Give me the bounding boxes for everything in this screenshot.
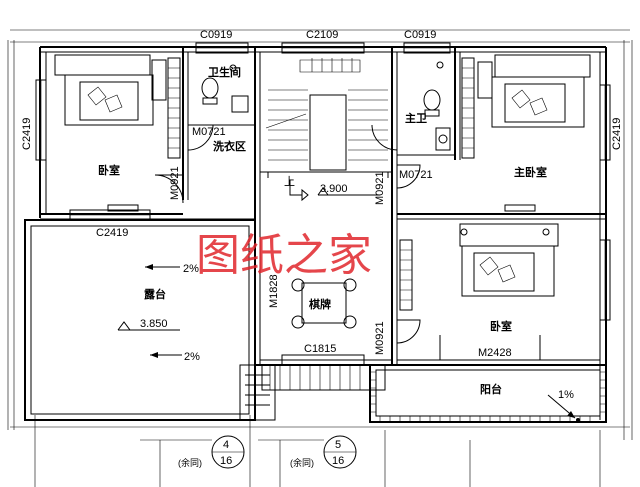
window-label-stair-bottom: C1815 <box>304 343 336 355</box>
section-4-note: (余同) <box>178 457 202 468</box>
section-5-note: (余同) <box>290 457 314 468</box>
section-marker-4 <box>140 435 245 469</box>
slope-balcony: 1% <box>558 389 574 401</box>
wardrobe-master-icon <box>461 57 475 159</box>
section-4-number: 4 <box>223 439 229 451</box>
room-label-balcony: 阳台 <box>480 382 502 396</box>
room-label-master-bath: 主卫 <box>405 111 427 125</box>
section-5-sheet: 16 <box>332 455 344 467</box>
windows <box>35 42 611 366</box>
door-label-master-bedroom: M0921 <box>374 171 386 205</box>
room-label-laundry: 洗衣区 <box>213 139 246 153</box>
section-marker-5 <box>258 435 357 469</box>
bed-left-icon <box>54 54 167 126</box>
door-label-bedroom-right: M0921 <box>374 321 386 355</box>
window-label-left-bedroom: C2419 <box>21 118 33 150</box>
master-bath-fixtures-icon <box>423 61 451 151</box>
window-label-top-center: C2109 <box>306 29 338 41</box>
window-label-right-master: C2419 <box>611 118 623 150</box>
door-label-wc-master: M0721 <box>399 169 433 181</box>
door-label-wc: M0721 <box>192 126 226 138</box>
level-terrace: 3.850 <box>140 318 168 330</box>
balcony-balustrade <box>261 364 607 423</box>
room-label-terrace: 露台 <box>144 287 166 301</box>
door-label-chess-room: M1828 <box>268 274 280 308</box>
section-4-sheet: 16 <box>220 455 232 467</box>
room-label-master-bedroom: 主卧室 <box>514 165 547 179</box>
room-label-wc: 卫生间 <box>208 65 241 79</box>
door-label-bedroom-left: M0921 <box>169 166 181 200</box>
slope-terrace-top: 2% <box>183 263 199 275</box>
chess-table-icon <box>291 278 357 329</box>
window-label-terrace: C2419 <box>96 227 128 239</box>
staircase <box>259 51 393 202</box>
watermark: 图纸之家 <box>196 230 372 281</box>
level-marks <box>117 187 380 331</box>
grid-lines <box>7 29 633 487</box>
labels: C0919 C2109 C0919 C2419 C2419 C2419 C181… <box>21 29 623 468</box>
toilet-icon <box>201 64 249 113</box>
door-label-balcony: M2428 <box>478 347 512 359</box>
wardrobe-left-icon <box>167 57 181 159</box>
room-label-bedroom-left: 卧室 <box>98 163 120 177</box>
slope-terrace-bottom: 2% <box>184 351 200 363</box>
stair-up-label: 上 <box>284 175 295 188</box>
slope-arrows <box>145 264 580 422</box>
section-5-number: 5 <box>335 439 341 451</box>
level-stair: 3.900 <box>320 183 348 195</box>
bed-master-icon <box>477 54 591 128</box>
room-label-bedroom-right: 卧室 <box>490 319 512 333</box>
window-label-top-left: C0919 <box>200 29 232 41</box>
room-label-chess-room: 棋牌 <box>308 297 331 311</box>
doors <box>154 124 541 360</box>
window-label-top-right: C0919 <box>404 29 436 41</box>
wardrobe-right-icon <box>399 239 413 311</box>
bed-right-icon <box>459 223 559 297</box>
